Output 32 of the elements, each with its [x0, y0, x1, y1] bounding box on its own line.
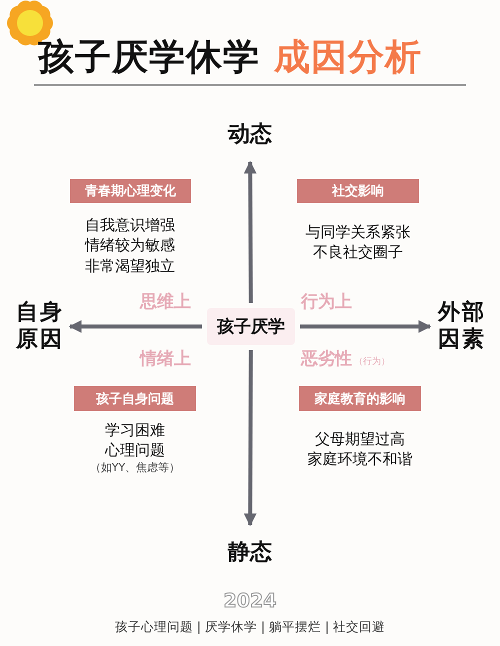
tag-line: 孩子心理问题 | 厌学休学 | 躺平摆烂 | 社交回避 [114, 619, 386, 636]
arrow [244, 160, 257, 304]
arrow [68, 320, 202, 333]
quadrant-label: 思维上 [140, 291, 191, 313]
title-highlight: 成因分析 [274, 36, 422, 80]
quadrant-label: 行为上 [301, 291, 352, 313]
arrow [244, 350, 257, 526]
center-box: 孩子厌学 [207, 308, 295, 345]
body-text: 情绪较为敏感 [84, 235, 176, 256]
quadrant-note: （行为） [354, 356, 390, 368]
axis-label: 静态 [215, 527, 285, 571]
axis-label: 外部因素 [432, 296, 492, 356]
note-text: （如YY、焦虑等） [88, 460, 182, 476]
body-text: 父母期望过高 [314, 429, 406, 450]
axis-label: 自身原因 [12, 296, 68, 356]
arrow [300, 320, 432, 333]
category-header: 家庭教育的影响 [299, 386, 421, 411]
body-text: 非常渴望独立 [84, 256, 176, 276]
body-text: 学习困难 [104, 420, 166, 440]
axis-label: 动态 [215, 118, 285, 160]
year-label: 2024 [222, 590, 278, 612]
body-text: 自我意识增强 [84, 215, 176, 236]
quadrant-label: 情绪上 [140, 348, 191, 370]
body-text: 心理问题 [104, 440, 166, 460]
title: 孩子厌学休学 [38, 36, 260, 80]
body-text: 不良社交圈子 [312, 242, 404, 262]
category-header: 青春期心理变化 [70, 179, 191, 203]
category-header: 社交影响 [297, 179, 419, 203]
quadrant-label: 恶劣性 [301, 348, 352, 370]
category-header: 孩子自身问题 [74, 386, 196, 411]
body-text: 家庭环境不和谐 [306, 449, 414, 470]
body-text: 与同学关系紧张 [304, 222, 412, 242]
